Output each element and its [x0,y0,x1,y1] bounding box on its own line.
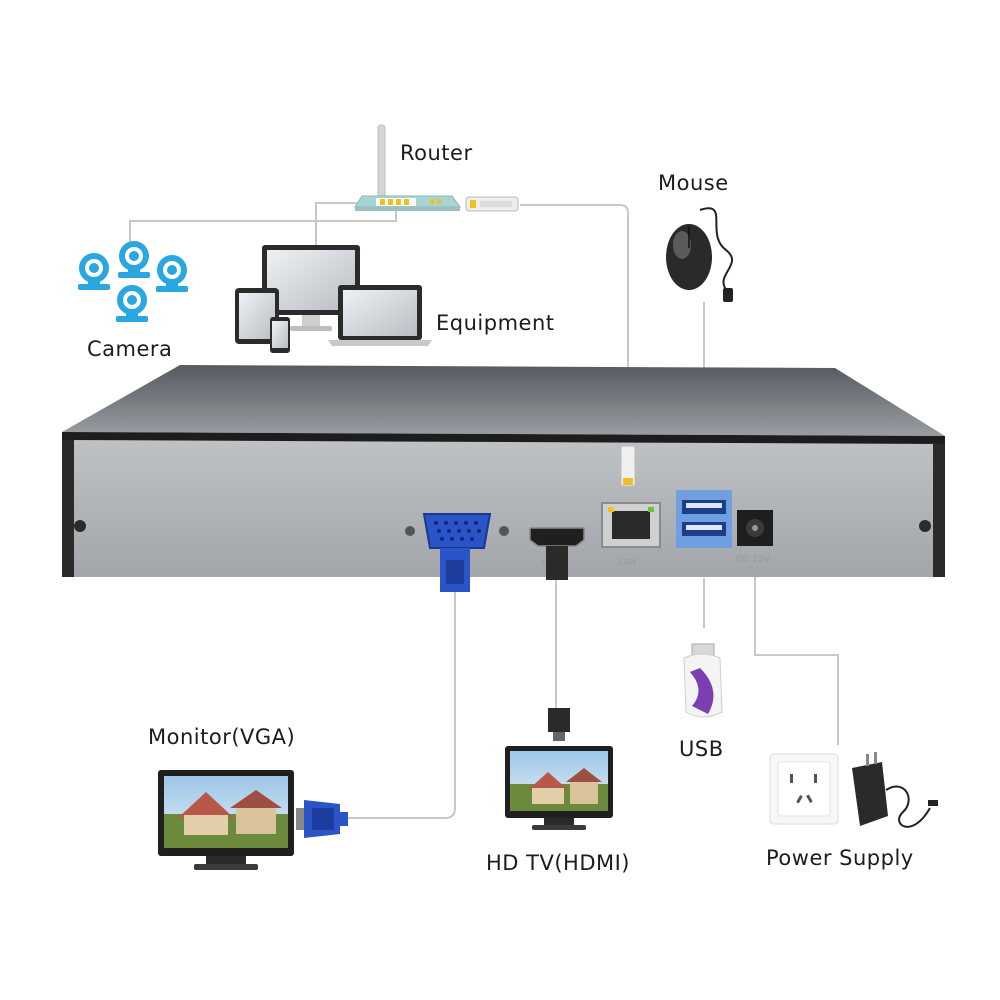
usb-stick-icon [683,643,723,718]
dc-power-port: DC 12V [736,510,773,565]
lan-plug-icon [620,445,636,487]
usb-label: USB [679,737,724,761]
power-adapter-icon [852,752,938,828]
equipment-label: Equipment [436,311,555,335]
screw [919,520,931,532]
hd-tv-label: HD TV(HDMI) [486,851,630,875]
mouse-label: Mouse [658,171,729,195]
camera-icon [118,241,150,278]
router-camera-line [129,203,397,250]
vga-line [348,592,456,819]
router-label: Router [400,141,473,165]
equipment-group [235,245,432,353]
power-line [754,568,839,745]
hd-tv-icon [505,746,613,830]
nvr-rear-panel [62,440,945,577]
power-supply-label: Power Supply [766,846,914,870]
lan-port: LAN [601,502,661,568]
mouse-icon [666,207,733,302]
camera-icon [78,241,188,322]
camera-icon [156,255,188,292]
vga-port [405,513,509,549]
usb-ports [676,490,732,548]
lan-port-label: LAN [618,558,636,568]
monitor-vga-label: Monitor(VGA) [148,725,296,749]
vga-plug-icon [440,548,470,592]
screw [74,520,86,532]
monitor-icon [158,770,294,870]
nvr-device: HDMI LAN DC 12V [62,365,945,592]
camera-icon [78,253,110,290]
camera-label: Camera [87,337,173,361]
wall-outlet-icon [769,753,839,825]
hdmi-plug-icon [548,708,570,741]
laptop-icon [328,285,432,346]
router-icon [354,124,519,212]
router-lan-line [520,204,629,452]
phone-icon [270,317,290,353]
vga-plug-icon [296,800,348,838]
nvr-top [62,365,945,436]
hdmi-plug-icon [546,546,568,580]
dc-port-label: DC 12V [736,555,771,565]
tablet-icon [235,288,279,344]
lan-plug-icon [465,196,519,212]
camera-icon [116,285,148,322]
